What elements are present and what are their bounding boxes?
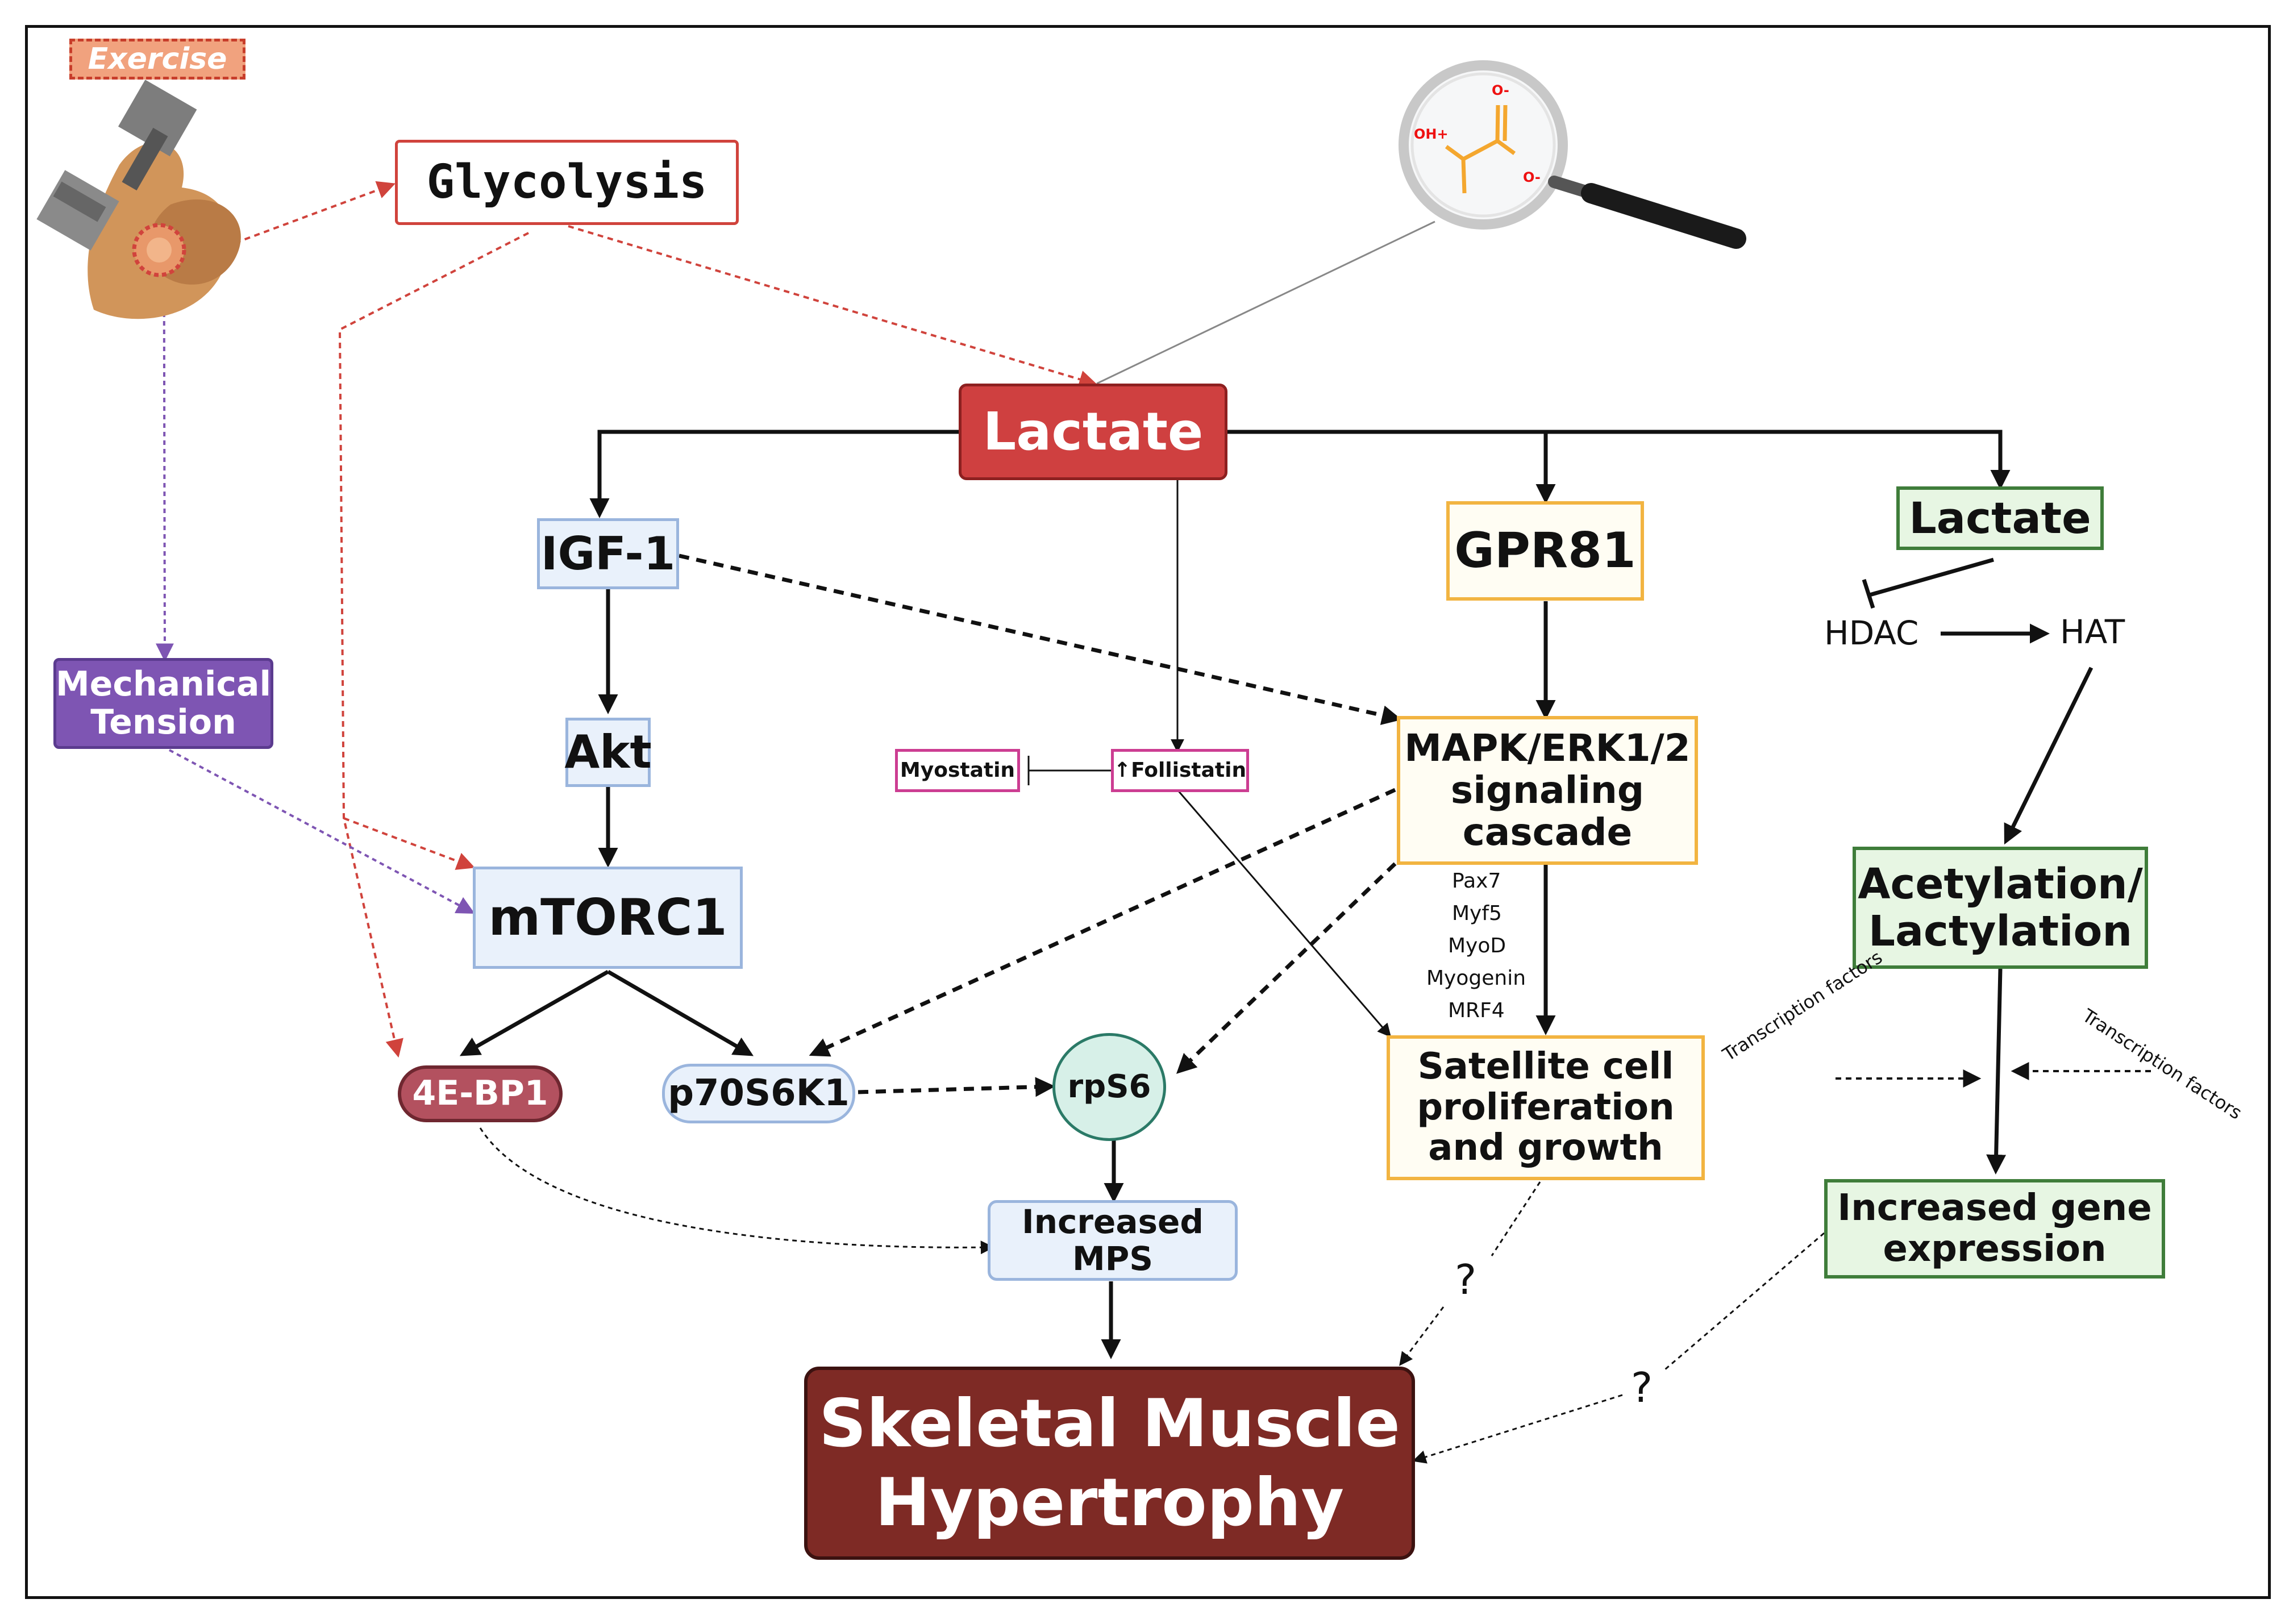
mapk-line-3: cascade — [1462, 810, 1633, 854]
follistatin-box: ↑Follistatin — [1111, 749, 1249, 792]
molecule-label-o-top: O- — [1492, 82, 1509, 98]
satellite-line-2: proliferation — [1417, 1086, 1675, 1129]
mapk-line-2: signaling — [1450, 768, 1645, 813]
exercise-label: Exercise — [69, 39, 245, 80]
mapk-line-1: MAPK/ERK1/2 — [1404, 726, 1691, 771]
lactate-secondary-box: Lactate — [1896, 486, 2104, 550]
satellite-cell-box: Satellite cell proliferation and growth — [1387, 1035, 1705, 1180]
satellite-line-3: and growth — [1428, 1127, 1663, 1169]
question-mark-satellite: ? — [1455, 1256, 1477, 1304]
thin-dotted-arrows — [479, 1127, 1825, 1464]
factor-myogenin: Myogenin — [1426, 967, 1526, 990]
rps6-circle: rpS6 — [1052, 1033, 1166, 1141]
hypertrophy-line-2: Hypertrophy — [875, 1464, 1345, 1541]
molecule-label-oh: OH+ — [1414, 126, 1449, 142]
akt-box: Akt — [564, 718, 652, 787]
gene-line-2: expression — [1883, 1227, 2107, 1270]
increased-mps-box: Increased MPS — [988, 1200, 1238, 1281]
epigenetic-arrows — [1862, 557, 2094, 1175]
igf-pathway-arrows — [459, 588, 1124, 1359]
mapk-erk-box: MAPK/ERK1/2 signaling cascade — [1397, 716, 1698, 865]
follistatin-inhibits-myostatin — [1027, 756, 1111, 785]
glycolysis-box: Glycolysis — [395, 140, 739, 225]
lactate-branch-lines — [589, 430, 2011, 518]
factor-myf5: Myf5 — [1452, 902, 1502, 925]
mechanical-tension-box: Mechanical Tension — [53, 658, 273, 749]
mtorc1-box: mTORC1 — [473, 867, 743, 969]
mechanical-tension-line-1: Mechanical — [55, 664, 272, 704]
factor-myod: MyoD — [1448, 934, 1506, 957]
gpr81-box: GPR81 — [1446, 501, 1644, 601]
magnifier-icon — [1399, 60, 1746, 249]
figure-frame — [25, 25, 2271, 1599]
igf1-box: IGF-1 — [537, 518, 679, 589]
molecule-label-o-bottom: O- — [1523, 169, 1541, 185]
hypertrophy-line-1: Skeletal Muscle — [819, 1385, 1400, 1462]
factor-mrf4: MRF4 — [1448, 999, 1505, 1022]
satellite-line-1: Satellite cell — [1417, 1045, 1674, 1088]
magnifier-pointer-line — [1096, 220, 1435, 385]
skeletal-muscle-hypertrophy-box: Skeletal Muscle Hypertrophy — [804, 1367, 1415, 1560]
mechanical-tension-line-2: Tension — [90, 702, 236, 742]
hat-label: HAT — [2060, 613, 2125, 651]
lactate-molecule-icon — [1445, 105, 1516, 194]
acetylation-line-1: Acetylation/ — [1858, 859, 2143, 909]
hdac-label: HDAC — [1824, 614, 1919, 652]
myostatin-box: Myostatin — [895, 749, 1020, 792]
acetylation-box: Acetylation/ Lactylation — [1853, 847, 2148, 969]
gene-line-1: Increased gene — [1837, 1186, 2152, 1229]
p70s6k1-box: p70S6K1 — [662, 1064, 855, 1123]
question-mark-gene: ? — [1631, 1364, 1653, 1411]
factor-pax7: Pax7 — [1452, 869, 1501, 893]
dashed-bold-arrows — [679, 553, 1402, 1097]
increased-gene-expression-box: Increased gene expression — [1824, 1179, 2165, 1279]
exercise-arm-illustration — [36, 80, 241, 319]
transcription-factor-arrows — [1836, 1062, 2151, 1088]
four-ebp1-box: 4E-BP1 — [398, 1065, 563, 1122]
glycolysis-red-dotted-arrows — [215, 181, 1098, 1058]
lactate-main-box: Lactate — [959, 384, 1227, 480]
acetylation-line-2: Lactylation — [1868, 906, 2133, 956]
follistatin-to-satellite-line — [1176, 789, 1392, 1038]
